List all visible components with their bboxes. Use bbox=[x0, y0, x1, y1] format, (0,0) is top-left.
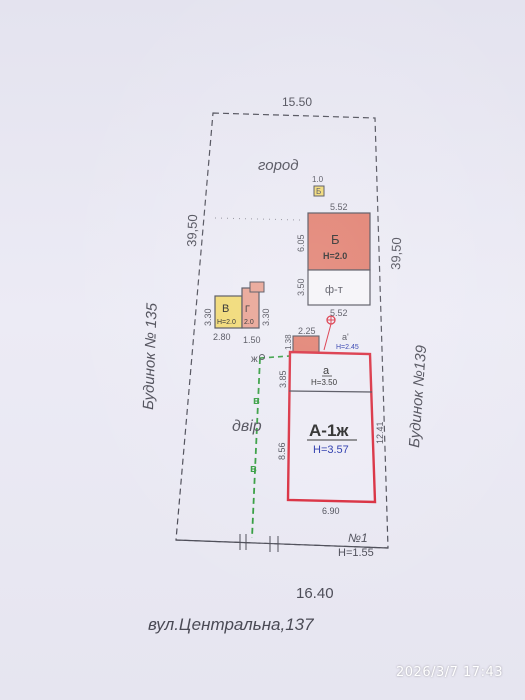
house-label: А-1ж bbox=[309, 421, 349, 440]
small-shed-width: 1.0 bbox=[312, 175, 324, 184]
building-v-gap: 1.50 bbox=[243, 335, 261, 345]
street-line bbox=[175, 539, 389, 549]
plot-number: №1 bbox=[348, 531, 368, 545]
building-v-height: H=2.0 bbox=[217, 319, 236, 326]
building-ft bbox=[307, 269, 371, 306]
garden-dots bbox=[214, 217, 301, 221]
address: вул.Центральна,137 bbox=[148, 615, 314, 634]
fence-line bbox=[251, 357, 261, 539]
garden-label: город bbox=[258, 157, 299, 174]
house-length: 8.56 bbox=[277, 442, 287, 460]
building-g-height: 2.0 bbox=[244, 319, 254, 326]
small-shed bbox=[313, 185, 325, 197]
house-width: 6.90 bbox=[322, 506, 340, 516]
survey-leader bbox=[323, 323, 332, 351]
veranda-divider bbox=[288, 390, 373, 393]
plot-height: H=1.55 bbox=[338, 547, 374, 559]
left-neighbor: Будинок № 135 bbox=[140, 302, 161, 410]
house-height: H=3.57 bbox=[313, 444, 349, 456]
building-b-height: H=2.0 bbox=[323, 251, 347, 261]
dim-right: 39,50 bbox=[388, 237, 404, 270]
building-b-width: 5.52 bbox=[330, 202, 348, 212]
building-ft-label: ф-т bbox=[325, 284, 343, 296]
building-b-length: 6.05 bbox=[296, 234, 306, 252]
building-ft-length: 3.50 bbox=[296, 278, 306, 296]
veranda-height: H=3.50 bbox=[311, 378, 338, 387]
porch-depth: 1.38 bbox=[284, 334, 293, 350]
building-b-label: Б bbox=[331, 232, 340, 247]
porch-height: H=2.45 bbox=[336, 344, 359, 351]
gate-point-icon bbox=[259, 354, 265, 360]
gate-mark: ж bbox=[251, 354, 258, 365]
building-v-side-right: 3.30 bbox=[261, 308, 271, 326]
photo-timestamp: 2026/3/7 17:43 bbox=[396, 665, 503, 680]
veranda-length: 3.85 bbox=[278, 370, 288, 388]
fence-mark-2: в bbox=[250, 463, 257, 475]
building-v-label: В bbox=[222, 303, 229, 315]
building-v bbox=[214, 295, 243, 329]
right-neighbor: Будинок №139 bbox=[406, 344, 430, 448]
veranda-label: а bbox=[323, 365, 330, 377]
dim-left: 39,50 bbox=[184, 214, 200, 247]
house-side: 12.41 bbox=[375, 421, 385, 444]
porch-label: а' bbox=[342, 332, 349, 342]
building-b bbox=[307, 212, 371, 271]
fence-mark-1: в bbox=[253, 395, 260, 407]
dim-bottom: 16.40 bbox=[296, 585, 334, 602]
building-v-side-left: 3.30 bbox=[203, 308, 213, 326]
yard-label: двір bbox=[232, 418, 262, 435]
porch-length: 2.25 bbox=[298, 326, 316, 336]
small-shed-label: Б bbox=[316, 187, 321, 196]
house bbox=[286, 350, 377, 504]
building-v-width: 2.80 bbox=[213, 332, 231, 342]
building-g-label: Г bbox=[245, 304, 250, 314]
dim-top: 15.50 bbox=[282, 95, 312, 109]
building-ft-width: 5.52 bbox=[330, 308, 348, 318]
porch bbox=[292, 335, 320, 353]
building-g-top bbox=[249, 281, 265, 293]
